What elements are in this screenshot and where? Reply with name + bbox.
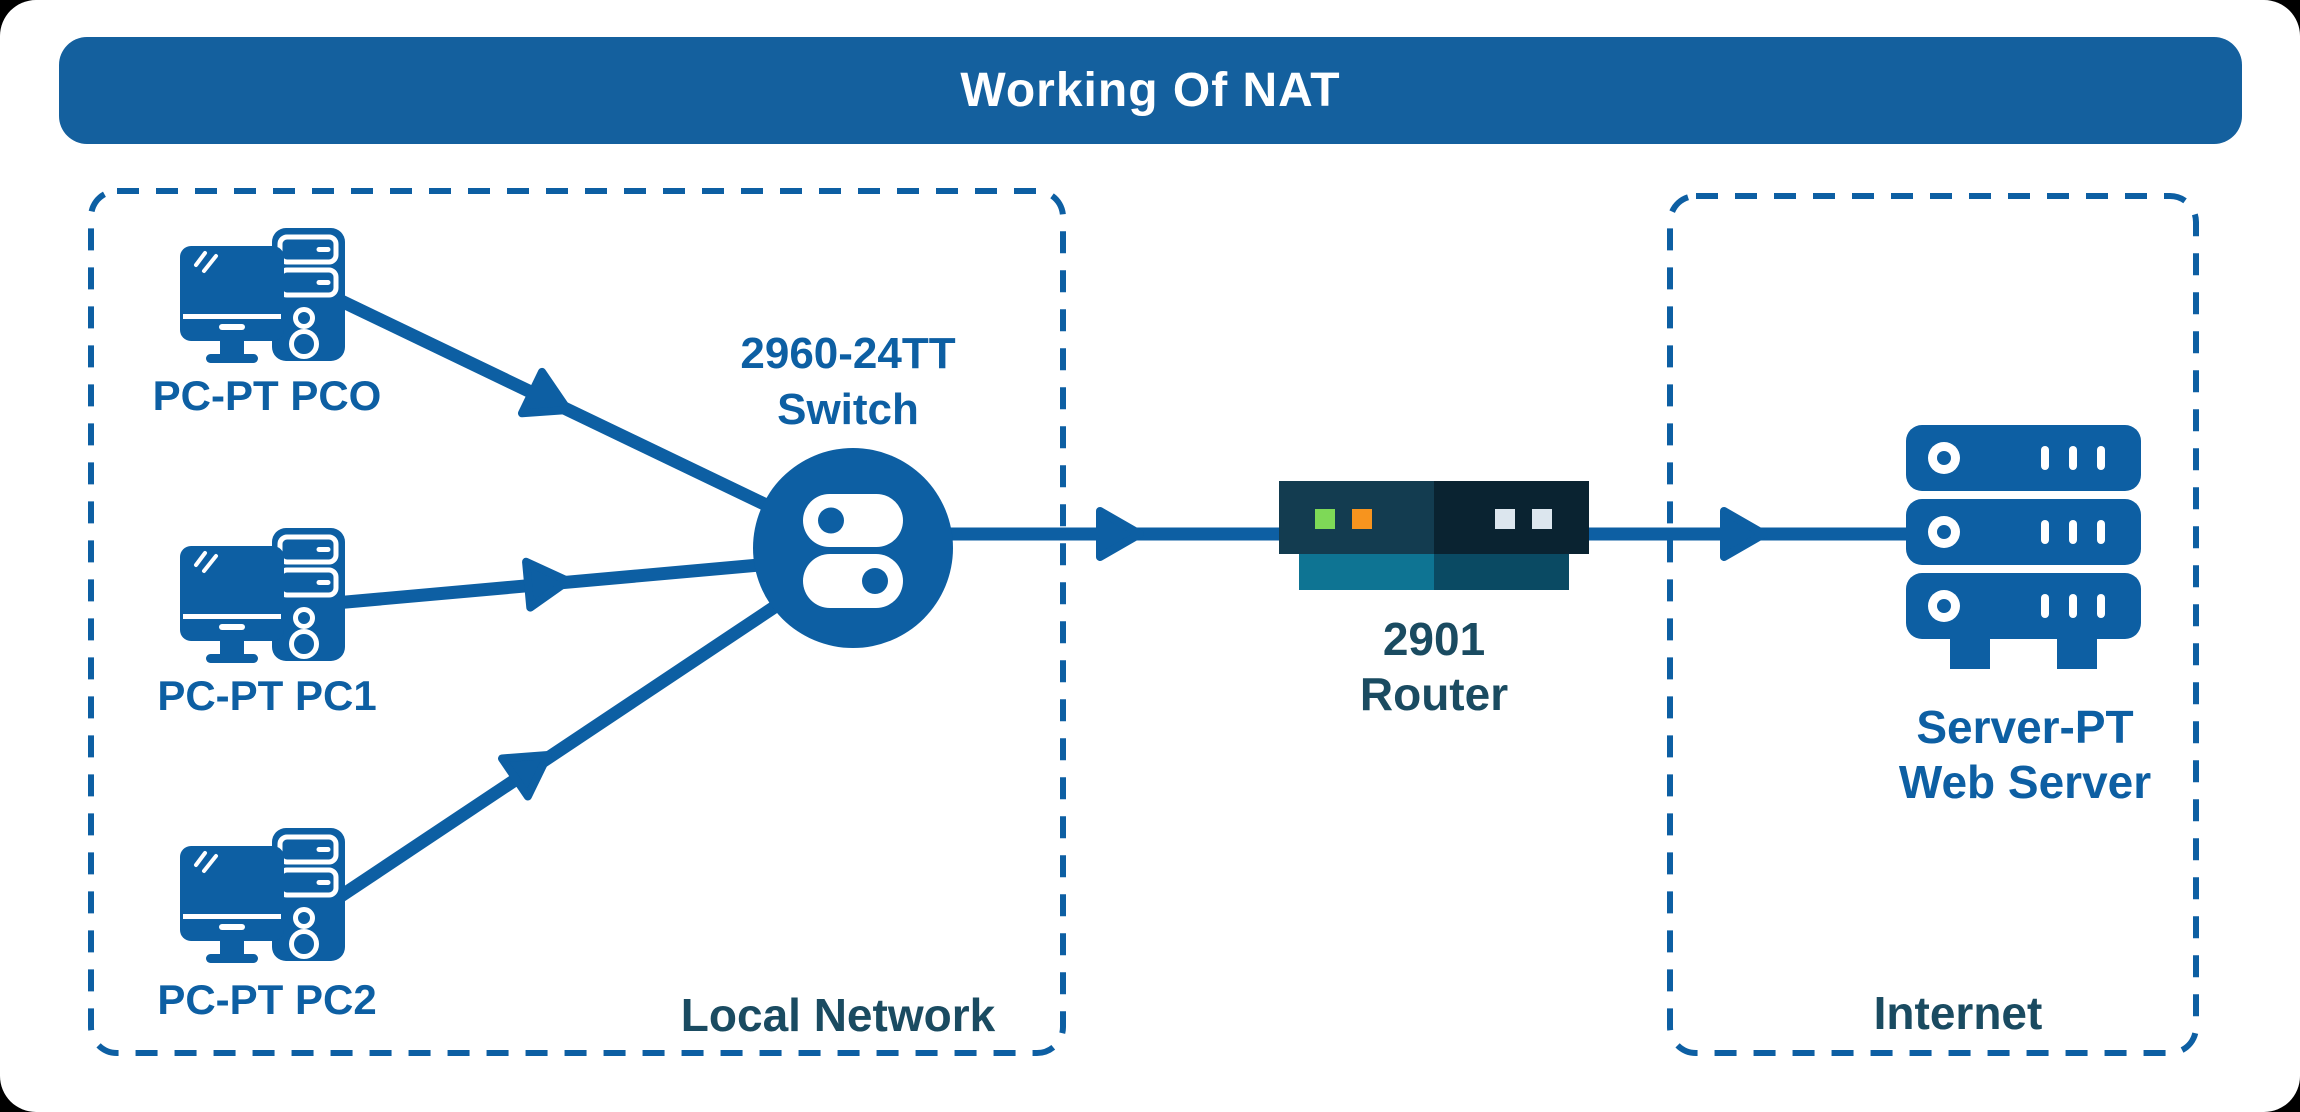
local-network-box [88,188,1066,1056]
pc0-icon [180,228,345,363]
arrowheads [497,367,1768,801]
arrowhead-icon [1720,507,1768,561]
router-led-white [1495,509,1515,529]
connection-lines [331,292,1912,906]
pc1-icon [180,528,345,663]
router-label: 2901 Router [1359,613,1509,721]
arrowhead-icon [522,557,572,612]
pc2-icon [180,828,345,963]
internet-label: Internet [1873,987,2043,1039]
pc2-label: PC-PT PC2 [157,976,377,1023]
switch-icon [753,448,953,648]
internet-box [1667,193,2199,1056]
local-network-label: Local Network [680,989,996,1041]
router-led-orange [1352,509,1372,529]
arrowhead-icon [497,751,552,801]
server-label: Server-PT Web Server [1898,701,2152,809]
router-led-green [1315,509,1335,529]
server-icon [1906,425,2141,669]
router-icon [1279,481,1589,590]
title-banner: Working Of NAT [59,37,2242,144]
pc0-label: PC-PT PCO [152,372,382,419]
switch-label: 2960-24TT Switch [740,329,956,435]
arrowhead-icon [1096,507,1144,561]
arrowhead-icon [517,367,572,418]
page-title: Working Of NAT [960,64,1341,117]
pc1-label: PC-PT PC1 [157,672,377,719]
router-led-white [1532,509,1552,529]
